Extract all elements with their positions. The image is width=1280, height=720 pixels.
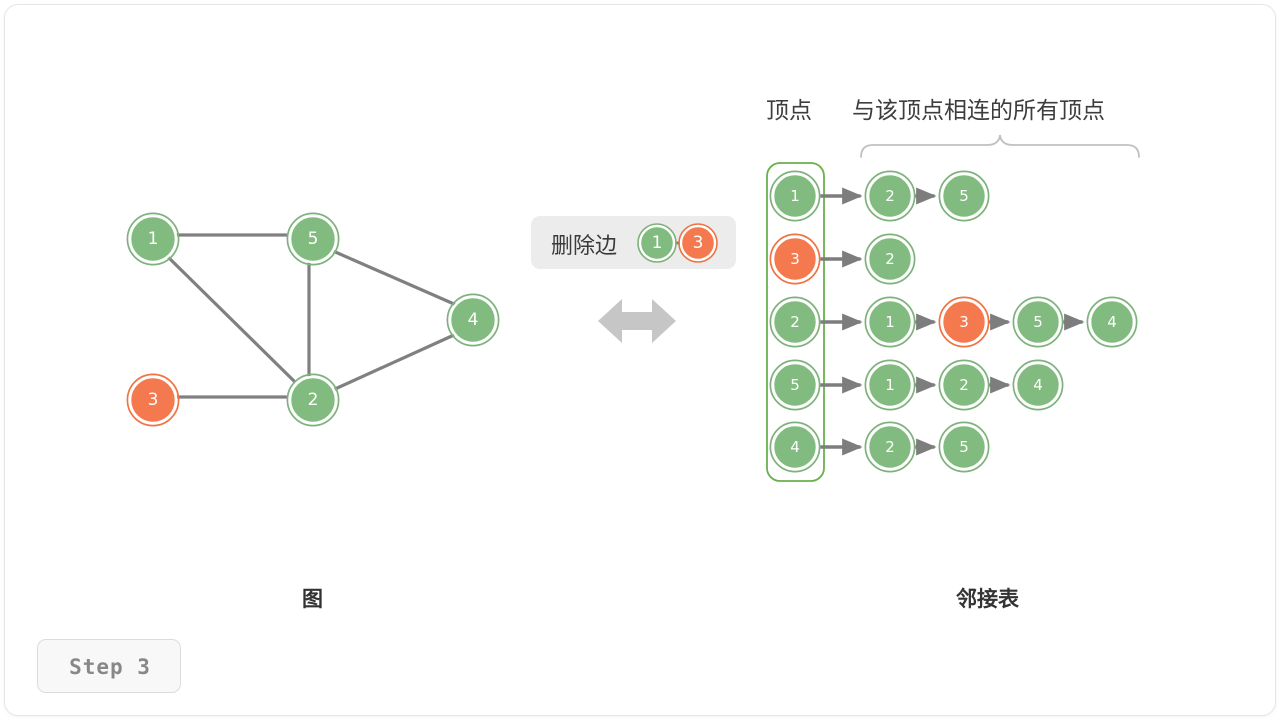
svg-text:3: 3: [959, 313, 969, 331]
adjacency-node-2-5: 5: [1012, 296, 1064, 348]
svg-text:5: 5: [790, 376, 800, 394]
double-arrow-icon: [598, 299, 676, 343]
svg-text:2: 2: [790, 313, 800, 331]
svg-text:5: 5: [308, 229, 319, 249]
operation-node-from-label: 1: [652, 233, 663, 253]
svg-text:2: 2: [885, 438, 895, 456]
graph-node-5: 5: [286, 212, 340, 266]
graph-node-2: 2: [286, 373, 340, 427]
graph-edge-5-4: [331, 249, 456, 306]
graph-edge-1-2: [166, 255, 296, 383]
operation-node-from: [638, 224, 676, 262]
svg-text:4: 4: [790, 438, 800, 456]
adjacency-node-4-2: 2: [864, 421, 916, 473]
svg-text:5: 5: [959, 438, 969, 456]
adjacency-node-2-1: 1: [864, 296, 916, 348]
adjacency-node-4-5: 5: [938, 421, 990, 473]
graph-edge-2-4: [333, 333, 456, 391]
graph-nodes: 1 5 4 3 2: [126, 212, 500, 427]
operation-edge-illustration: 1 3: [637, 223, 718, 263]
adjacency-arrows: [820, 187, 1085, 456]
operation-label: 删除边: [551, 234, 618, 259]
graph-node-3: 3: [126, 373, 180, 427]
column-header-adjacent: 与该顶点相连的所有顶点: [852, 98, 1105, 124]
adjacency-node-5-1: 1: [864, 359, 916, 411]
operation-node-to-label: 3: [693, 233, 704, 253]
svg-text:4: 4: [1033, 376, 1043, 394]
svg-text:2: 2: [885, 250, 895, 268]
adjacency-vertex-3: 3: [769, 233, 821, 285]
svg-text:4: 4: [468, 310, 479, 330]
adjacency-nodes: 1 2 5 3 2 2 1 3 5 4 5 1 2 4 4 2 5: [769, 170, 1138, 473]
step-badge-label: Step 3: [69, 655, 151, 679]
graph-node-1: 1: [126, 212, 180, 266]
operation-node-to: [679, 224, 717, 262]
svg-text:1: 1: [885, 376, 895, 394]
svg-text:5: 5: [1033, 313, 1043, 331]
svg-text:1: 1: [148, 229, 159, 249]
adjacency-node-3-2: 2: [864, 233, 916, 285]
operation-box: 删除边 1 3: [531, 216, 736, 269]
right-caption: 邻接表: [956, 587, 1019, 611]
svg-text:5: 5: [959, 187, 969, 205]
adjacency-vertex-2: 2: [769, 296, 821, 348]
adjacency-node-1-2: 2: [864, 170, 916, 222]
svg-text:2: 2: [885, 187, 895, 205]
step-badge: Step 3: [37, 639, 181, 693]
adjacency-vertex-1: 1: [769, 170, 821, 222]
svg-text:3: 3: [790, 250, 800, 268]
svg-text:2: 2: [959, 376, 969, 394]
figure-card: 1 5 4 3 2 1 2 5 3 2 2 1 3 5 4 5 1 2 4 4 2 5 顶点 与该顶点相连的所有顶点 删…: [4, 4, 1276, 716]
adjacency-node-5-2: 2: [938, 359, 990, 411]
diagram-canvas: 1 5 4 3 2 1 2 5 3 2 2 1 3 5 4 5 1 2 4 4 2 5: [126, 134, 1140, 482]
graph-node-4: 4: [446, 293, 500, 347]
adjacency-vertex-4: 4: [769, 421, 821, 473]
adjacency-vertex-5: 5: [769, 359, 821, 411]
svg-text:2: 2: [308, 390, 319, 410]
adjacency-node-5-4: 4: [1012, 359, 1064, 411]
svg-text:1: 1: [885, 313, 895, 331]
adjacency-node-1-5: 5: [938, 170, 990, 222]
adjacency-node-2-4: 4: [1086, 296, 1138, 348]
svg-text:1: 1: [790, 187, 800, 205]
adjacency-node-2-3: 3: [938, 296, 990, 348]
svg-text:4: 4: [1107, 313, 1117, 331]
column-header-vertex: 顶点: [766, 98, 812, 124]
curly-brace-icon: [860, 134, 1140, 158]
svg-text:3: 3: [148, 390, 159, 410]
left-caption: 图: [302, 587, 323, 611]
graph-edges: [166, 233, 456, 399]
